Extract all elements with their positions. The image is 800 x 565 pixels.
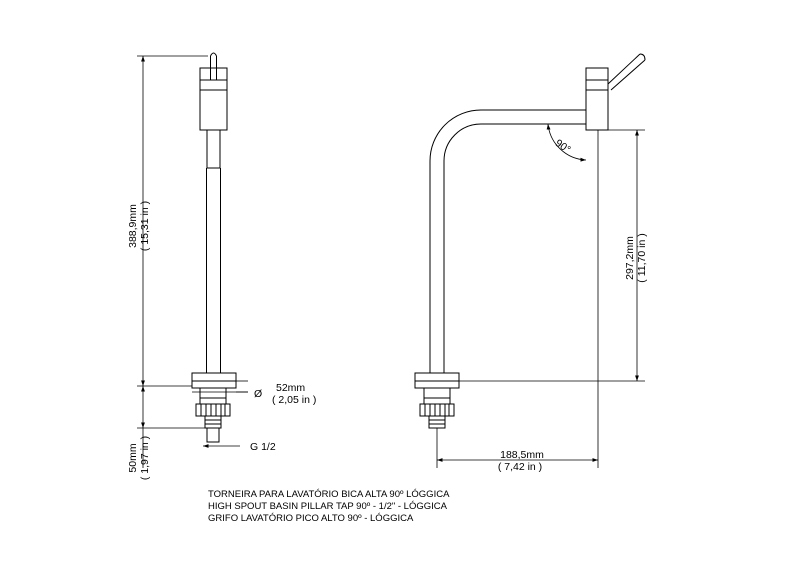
total-height-in-label: ( 15,31 in ) — [139, 201, 151, 251]
diameter-mm-label: 52mm — [276, 382, 305, 394]
caption-spanish: GRIFO LAVATÓRIO PICO ALTO 90º - LÓGGICA — [208, 513, 414, 524]
reach-mm-label: 188,5mm — [500, 449, 544, 461]
reach-in-label: ( 7,42 in ) — [498, 461, 542, 473]
spout-height-in-label: ( 11,70 in ) — [636, 233, 648, 282]
caption-portuguese: TORNEIRA PARA LAVATÓRIO BICA ALTA 90º LÓ… — [208, 489, 450, 500]
front-view-dimensions — [137, 55, 248, 468]
side-view-tap — [414, 53, 646, 429]
diameter-symbol: Ø — [254, 388, 262, 400]
thread-label: G 1/2 — [250, 441, 276, 453]
angle-label: 90° — [553, 137, 573, 156]
total-height-mm-label: 388,9mm — [127, 204, 139, 248]
front-view-tap — [191, 52, 237, 443]
side-view-dimensions — [436, 123, 645, 468]
base-height-mm-label: 50mm — [127, 443, 139, 472]
base-height-in-label: ( 1,97 in ) — [139, 436, 151, 480]
caption-english: HIGH SPOUT BASIN PILLAR TAP 90º - 1/2" -… — [208, 501, 448, 512]
spout-height-mm-label: 297,2mm — [624, 236, 636, 280]
diameter-in-label: ( 2,05 in ) — [272, 394, 316, 406]
